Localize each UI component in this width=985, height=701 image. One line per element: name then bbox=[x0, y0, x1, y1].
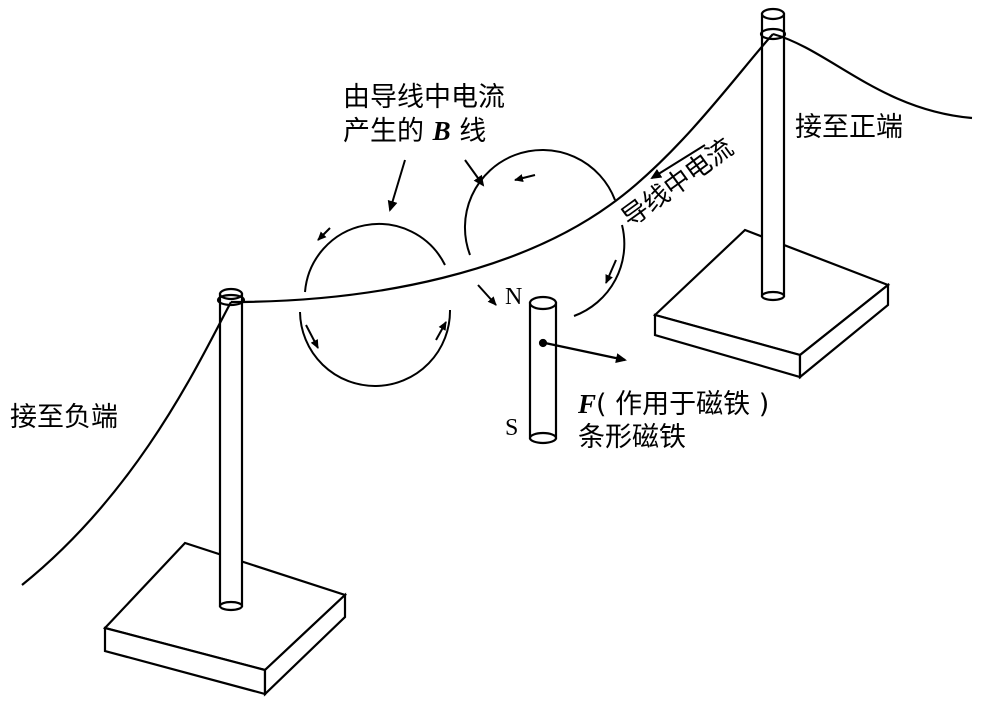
b-arrow-1 bbox=[317, 227, 331, 241]
b-loop-right-lower bbox=[573, 224, 626, 317]
right-base-side bbox=[798, 282, 890, 380]
pointer-to-right-loop bbox=[464, 159, 485, 187]
right-post-top bbox=[760, 7, 786, 21]
b-loop-right-upper bbox=[463, 148, 616, 256]
b-lines-caption-line1: 由导线中电流 bbox=[343, 82, 505, 113]
pole-north-label: N bbox=[505, 284, 523, 310]
positive-lead bbox=[772, 32, 973, 120]
bar-magnet bbox=[528, 295, 627, 445]
right-post-foot bbox=[760, 290, 786, 302]
b-lines-caption: 由导线中电流 产生的 B 线 bbox=[343, 82, 505, 149]
label-pointers bbox=[387, 144, 706, 212]
pole-south-label: S bbox=[505, 415, 519, 441]
to-negative-label: 接至负端 bbox=[10, 402, 118, 433]
to-positive-label: 接至正端 bbox=[795, 112, 903, 143]
b-arrow-3 bbox=[435, 321, 447, 341]
magnet-body bbox=[528, 301, 558, 440]
b-lines-caption-pre: 产生的 bbox=[343, 115, 433, 147]
right-wire-loop bbox=[759, 27, 787, 41]
b-lines-caption-line2: 产生的 B 线 bbox=[343, 115, 505, 149]
b-field-lines bbox=[299, 148, 626, 387]
magnet-top bbox=[528, 295, 558, 311]
force-description: ( 作用于磁铁 ) bbox=[596, 389, 770, 420]
left-wire-loop bbox=[216, 293, 246, 307]
b-loop-left-upper bbox=[304, 223, 446, 293]
left-post-foot bbox=[218, 600, 244, 612]
left-base-side bbox=[263, 592, 347, 697]
b-arrow-2 bbox=[305, 324, 319, 349]
current-direction-arrow bbox=[650, 144, 706, 180]
b-arrow-5 bbox=[605, 259, 617, 284]
wire-current-label: 导线中电流 bbox=[616, 133, 739, 234]
right-post bbox=[760, 12, 786, 298]
magnet-bottom bbox=[528, 431, 558, 445]
left-stand bbox=[102, 287, 348, 697]
b-symbol: B bbox=[432, 115, 451, 146]
pointer-to-left-loop bbox=[387, 159, 406, 212]
b-lines-caption-post: 线 bbox=[450, 115, 487, 147]
b-arrow-4 bbox=[514, 174, 536, 182]
b-loop-left-lower bbox=[299, 309, 452, 387]
left-post bbox=[218, 292, 244, 608]
wires bbox=[21, 32, 973, 586]
force-symbol: F bbox=[578, 389, 597, 419]
b-arrow-6 bbox=[477, 284, 497, 306]
force-arrow bbox=[544, 341, 627, 364]
bar-magnet-label: 条形磁铁 bbox=[578, 422, 686, 453]
main-wire bbox=[230, 33, 774, 304]
negative-lead bbox=[21, 301, 232, 586]
right-stand bbox=[652, 7, 891, 380]
force-caption: F( 作用于磁铁 ) bbox=[578, 388, 769, 422]
